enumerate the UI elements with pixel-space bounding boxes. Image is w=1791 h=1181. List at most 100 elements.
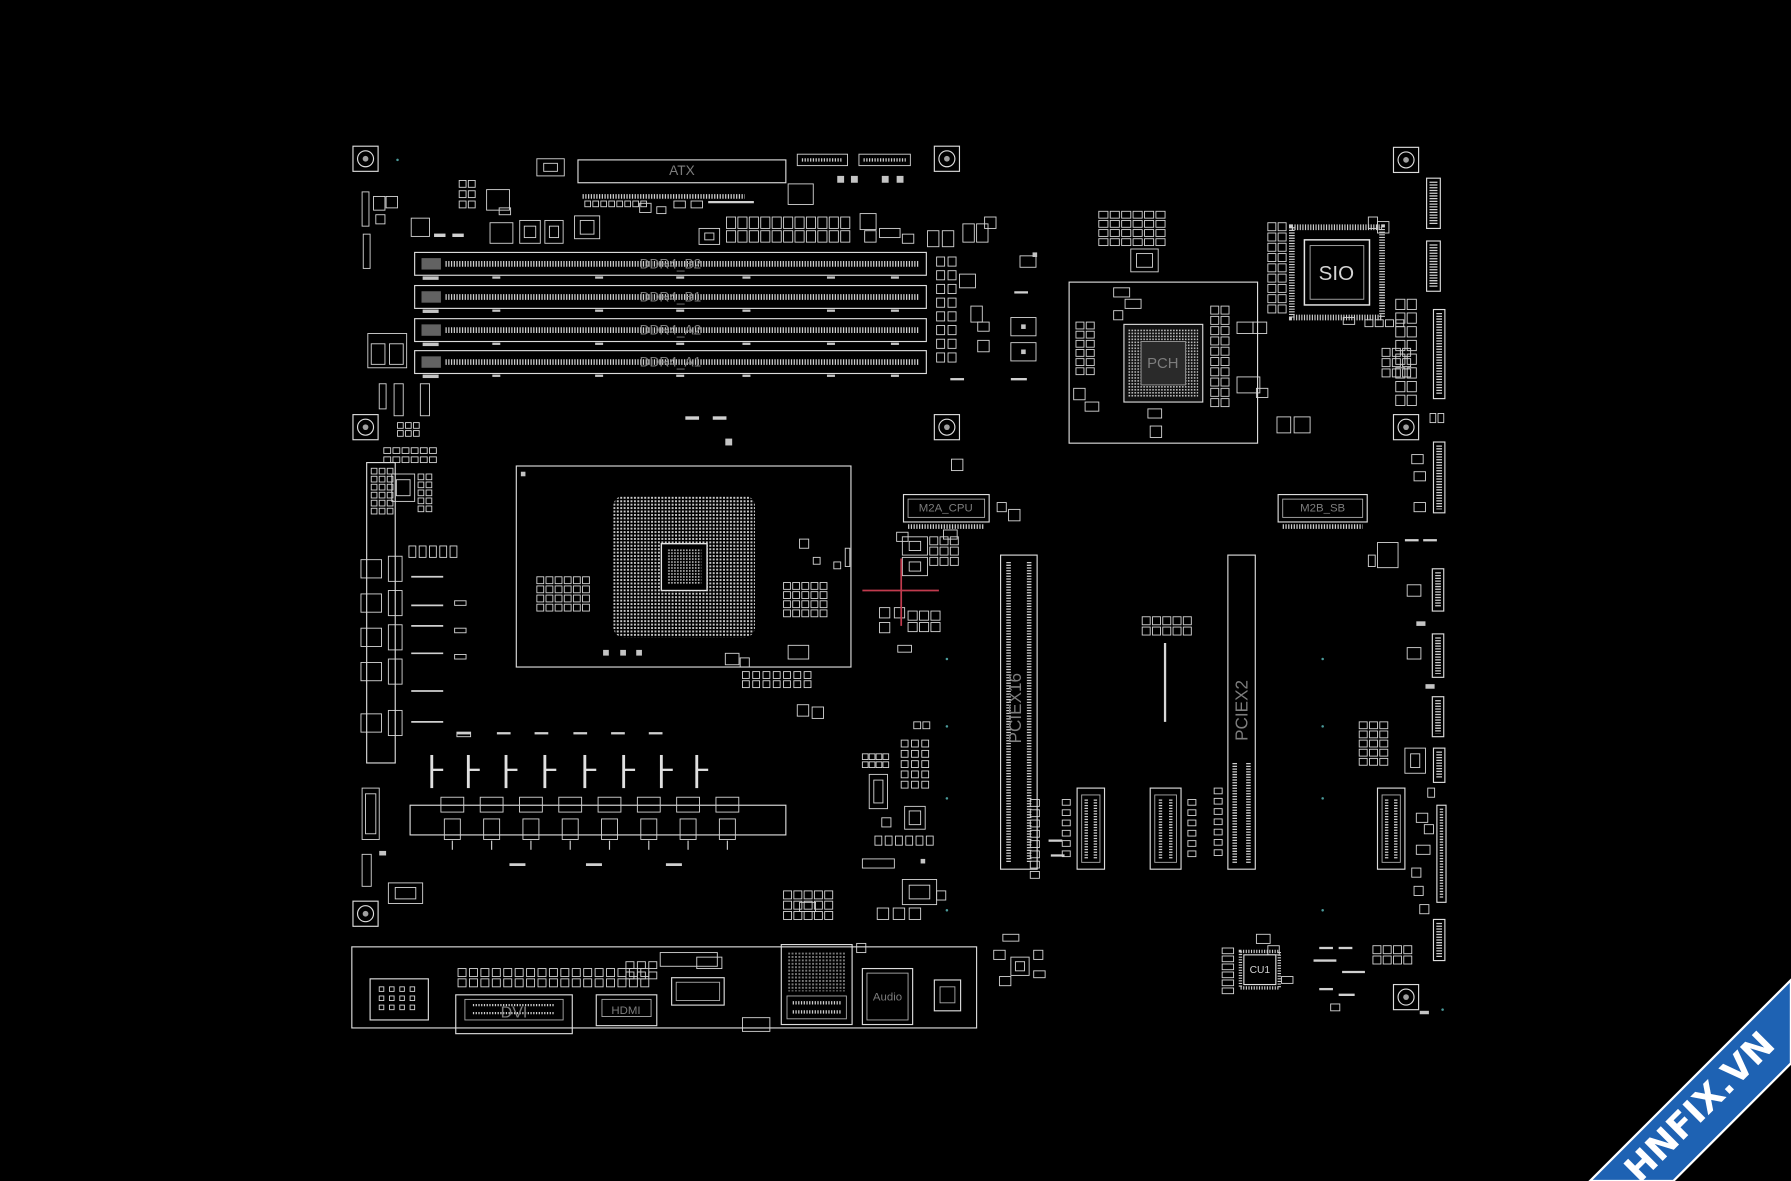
smd-pad <box>911 760 919 768</box>
edge-connector[interactable] <box>1436 804 1447 903</box>
edge-connector[interactable] <box>1432 441 1446 514</box>
smd-pad <box>370 483 378 491</box>
ps2-port[interactable] <box>369 978 429 1021</box>
dimm-slot-outline <box>414 284 927 309</box>
vrm-section[interactable] <box>366 462 787 867</box>
smd-pad <box>656 206 667 215</box>
smd-pad <box>724 652 740 666</box>
dimm-slot-outline <box>414 350 927 375</box>
lan-port[interactable] <box>780 944 853 1026</box>
atx-power-connector[interactable]: ATX <box>577 159 787 184</box>
m2-slot-outline <box>902 493 990 523</box>
m2-slot-inner <box>907 498 986 518</box>
mounting-hole-outline <box>352 900 379 927</box>
dimm-slot-b1[interactable]: DDR4_B1 <box>414 284 927 309</box>
dimm-slot-b2[interactable]: DDR4_B2 <box>414 251 927 276</box>
optical-outline <box>933 979 962 1012</box>
smd-pad <box>397 422 404 429</box>
header-inner <box>1154 794 1177 863</box>
pin-header-2[interactable] <box>1149 787 1182 870</box>
edge-connector[interactable] <box>1432 918 1446 962</box>
smd-pad <box>824 890 834 900</box>
pin-header-1[interactable] <box>1076 787 1106 870</box>
smd-pad <box>373 195 386 211</box>
smd-pad <box>911 739 919 748</box>
edge-connector[interactable] <box>1431 696 1445 738</box>
smd-pad <box>385 195 398 209</box>
smd-pad <box>417 481 425 489</box>
dimm-slot-a1[interactable]: DDR4_A1 <box>414 350 927 375</box>
smd-pad <box>1220 326 1230 336</box>
smd-pad <box>1367 554 1376 567</box>
smd-pad <box>467 200 476 209</box>
rear-io-panel[interactable]: DVI HDMI Audio <box>351 944 978 1035</box>
pcie-x16-slot[interactable]: PCIEX16 <box>1000 554 1038 870</box>
m2-slot-sb[interactable]: M2B_SB <box>1277 493 1368 529</box>
smd-pad <box>1277 253 1287 263</box>
smd-pad <box>752 671 761 679</box>
smd-pad <box>1221 971 1235 979</box>
edge-connector[interactable] <box>1431 633 1445 678</box>
smd-pad <box>378 467 386 475</box>
smd-pad <box>793 900 803 910</box>
sio-chip[interactable]: SIO <box>1288 224 1385 321</box>
optical-inner <box>939 986 956 1004</box>
via-marker <box>1441 1008 1444 1011</box>
smd-pad <box>1236 376 1261 394</box>
smd-pad <box>1010 342 1037 362</box>
cu1-chip[interactable]: CU1 <box>1238 949 1281 990</box>
smd-pad <box>370 343 386 365</box>
edge-connector-outline <box>1431 696 1445 738</box>
edge-connector[interactable] <box>1426 240 1441 292</box>
smd-pad <box>582 594 590 603</box>
smd-pad <box>1187 819 1197 827</box>
pin-header-3[interactable] <box>1376 787 1406 870</box>
via-marker <box>945 657 949 661</box>
pch-chip[interactable]: PCH <box>1068 281 1259 444</box>
smd-pad <box>868 761 876 768</box>
smd-pad <box>1155 229 1166 237</box>
smd-pad <box>595 276 604 279</box>
smd-pad <box>1213 828 1223 836</box>
smd-pad <box>868 773 888 810</box>
smd-pad <box>930 610 941 621</box>
edge-connector[interactable] <box>1432 308 1446 400</box>
smd-pad <box>792 591 801 599</box>
edge-connector[interactable] <box>1426 177 1441 230</box>
smd-pad <box>417 497 425 505</box>
smd-pad <box>594 968 604 978</box>
optical-port[interactable] <box>933 979 962 1012</box>
smd-pad <box>409 995 416 1001</box>
smd-pad <box>908 561 922 572</box>
edge-connector[interactable] <box>1432 747 1446 783</box>
audio-jack[interactable]: Audio <box>861 967 914 1026</box>
smd-pad <box>595 309 604 312</box>
smd-pad <box>737 230 748 243</box>
edge-connector[interactable] <box>1431 568 1445 612</box>
smd-pad <box>425 505 433 513</box>
smd-pad <box>1029 809 1040 818</box>
usb-port[interactable] <box>671 977 725 1006</box>
smd-pad <box>1210 326 1220 336</box>
smd-pad <box>639 202 652 213</box>
smd-pad <box>947 283 957 294</box>
smd-pad <box>1391 368 1401 378</box>
cpu-socket[interactable] <box>515 465 852 668</box>
smd-pad <box>1427 787 1436 798</box>
dimm-slot-a2[interactable]: DDR4_A2 <box>414 318 927 343</box>
smd-pad <box>378 491 386 499</box>
m2-slot-cpu[interactable]: M2A_CPU <box>902 493 990 529</box>
smd-pad <box>875 761 883 768</box>
smd-pad <box>813 900 823 910</box>
smd-pad <box>1395 394 1406 406</box>
smd-pad <box>405 430 412 437</box>
smd-pad <box>1141 616 1151 626</box>
dimm-slot-label: DDR4_B2 <box>640 256 702 271</box>
pcie-x2-slot[interactable]: PCIEX2 <box>1227 554 1256 870</box>
smd-pad <box>1406 381 1417 393</box>
dimm-key-block <box>421 324 441 336</box>
smd-pad <box>783 216 794 229</box>
hdmi-port[interactable]: HDMI <box>595 994 658 1027</box>
